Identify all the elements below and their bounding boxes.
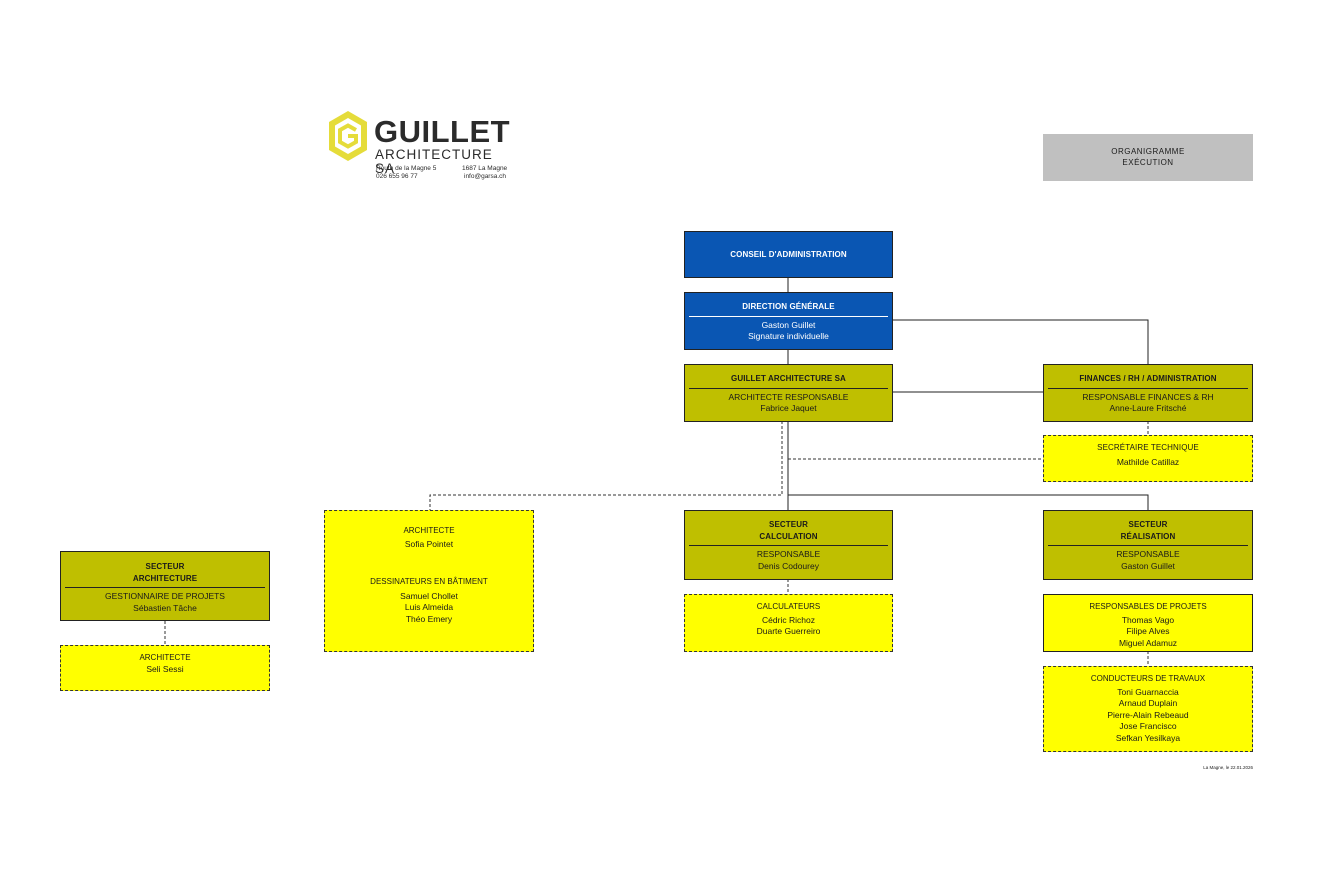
architecte-seli-name: Seli Sessi	[146, 663, 184, 674]
logo-address-left-1: Route de la Magne 5	[376, 165, 437, 172]
node-secretaire: SECRÉTAIRE TECHNIQUE Mathilde Catillaz	[1043, 435, 1253, 482]
dessinateur-name: Théo Emery	[405, 613, 453, 624]
secteur-archi-title-1: SECTEUR	[145, 562, 185, 571]
resp-projet-name: Filipe Alves	[1126, 626, 1170, 636]
node-finances: FINANCES / RH / ADMINISTRATION RESPONSAB…	[1043, 364, 1253, 422]
dessinateur-name: Luis Almeida	[404, 602, 454, 612]
title-box: ORGANIGRAMME EXÉCUTION	[1043, 134, 1253, 181]
node-calculateurs: CALCULATEURS Cédric Richoz Duarte Guerre…	[684, 594, 893, 652]
conducteur-name: Jose Francisco	[1119, 721, 1177, 731]
dessinateurs-title: DESSINATEURS EN BÂTIMENT	[370, 577, 488, 586]
node-direction: DIRECTION GÉNÉRALE Gaston Guillet Signat…	[684, 292, 893, 350]
logo-address-left-2: 026 655 96 77	[376, 173, 418, 180]
secteur-archi-divider	[65, 587, 265, 588]
title-line-1: ORGANIGRAMME	[1111, 147, 1185, 156]
guillet-sa-role: ARCHITECTE RESPONSABLE	[728, 391, 849, 402]
guillet-sa-divider	[689, 387, 888, 389]
resp-projets-title: RESPONSABLES DE PROJETS	[1089, 602, 1207, 611]
calculateur-name: Duarte Guerreiro	[756, 626, 821, 636]
realisation-title-1: SECTEUR	[1128, 520, 1168, 529]
secretaire-title: SECRÉTAIRE TECHNIQUE	[1097, 443, 1199, 452]
logo-name: GUILLET	[374, 114, 511, 149]
secteur-archi-role: GESTIONNAIRE DE PROJETS	[105, 591, 225, 601]
realisation-divider	[1048, 545, 1248, 546]
direction-name: Gaston Guillet	[761, 319, 816, 330]
dessinateur-name: Samuel Chollet	[400, 590, 458, 601]
guillet-sa-name: Fabrice Jaquet	[760, 403, 817, 413]
guillet-sa-title: GUILLET ARCHITECTURE SA	[731, 374, 846, 383]
secteur-archi-name: Sébastien Tâche	[133, 602, 197, 613]
architecte-sofia-title: ARCHITECTE	[403, 526, 455, 535]
node-guillet-sa: GUILLET ARCHITECTURE SA ARCHITECTE RESPO…	[684, 364, 893, 422]
calculation-divider	[689, 545, 888, 546]
node-responsables-projets: RESPONSABLES DE PROJETS Thomas Vago Fili…	[1043, 594, 1253, 652]
conducteur-name: Sefkan Yesilkaya	[1115, 732, 1181, 743]
calculateurs-title: CALCULATEURS	[756, 602, 821, 611]
node-conseil: CONSEIL D'ADMINISTRATION	[684, 231, 893, 278]
calculation-title-1: SECTEUR	[769, 520, 808, 529]
node-secteur-calculation: SECTEUR CALCULATION RESPONSABLE Denis Co…	[684, 510, 893, 580]
calculateur-name: Cédric Richoz	[762, 614, 815, 625]
conducteur-name: Toni Guarnaccia	[1117, 686, 1179, 697]
conseil-title: CONSEIL D'ADMINISTRATION	[730, 250, 847, 259]
node-architecte-seli: ARCHITECTE Seli Sessi	[60, 645, 270, 691]
direction-title: DIRECTION GÉNÉRALE	[742, 302, 835, 311]
conducteurs-title: CONDUCTEURS DE TRAVAUX	[1090, 674, 1206, 683]
realisation-name: Gaston Guillet	[1121, 560, 1175, 571]
logo-address-right-2: info@garsa.ch	[464, 173, 507, 180]
finances-title: FINANCES / RH / ADMINISTRATION	[1079, 374, 1217, 383]
finances-divider	[1048, 387, 1248, 389]
secteur-archi-title-2: ARCHITECTURE	[132, 573, 198, 583]
company-logo: GUILLET ARCHITECTURE SA Route de la Magn…	[328, 110, 513, 185]
realisation-title-2: RÉALISATION	[1120, 531, 1176, 541]
title-line-2: EXÉCUTION	[1122, 158, 1174, 167]
secretaire-name: Mathilde Catillaz	[1116, 456, 1180, 467]
footer-date: La Magne, le 22.01.2026	[1203, 765, 1253, 770]
direction-divider	[689, 315, 888, 317]
realisation-role: RESPONSABLE	[1116, 549, 1180, 559]
architecte-sofia-name: Sofia Pointet	[404, 538, 454, 549]
conducteur-name: Arnaud Duplain	[1118, 698, 1178, 708]
calculation-role: RESPONSABLE	[756, 549, 821, 559]
node-secteur-architecture: SECTEUR ARCHITECTURE GESTIONNAIRE DE PRO…	[60, 551, 270, 621]
finances-name: Anne-Laure Fritsché	[1109, 403, 1187, 413]
direction-detail: Signature individuelle	[748, 331, 829, 341]
conducteur-name: Pierre-Alain Rebeaud	[1107, 709, 1189, 720]
node-architecte-sofia: ARCHITECTE Sofia Pointet DESSINATEURS EN…	[324, 510, 534, 652]
finances-role: RESPONSABLE FINANCES & RH	[1082, 391, 1214, 402]
hexagon-g-logo-icon	[329, 111, 367, 161]
logo-subtitle: ARCHITECTURE SA	[375, 147, 493, 176]
node-secteur-realisation: SECTEUR RÉALISATION RESPONSABLE Gaston G…	[1043, 510, 1253, 580]
logo-address-right-1: 1687 La Magne	[462, 165, 508, 172]
node-conducteurs: CONDUCTEURS DE TRAVAUX Toni Guarnaccia A…	[1043, 666, 1253, 752]
calculation-title-2: CALCULATION	[759, 531, 818, 541]
resp-projet-name: Miguel Adamuz	[1118, 637, 1178, 648]
architecte-seli-title: ARCHITECTE	[139, 653, 191, 662]
calculation-name: Denis Codourey	[758, 560, 819, 571]
resp-projet-name: Thomas Vago	[1121, 614, 1175, 625]
